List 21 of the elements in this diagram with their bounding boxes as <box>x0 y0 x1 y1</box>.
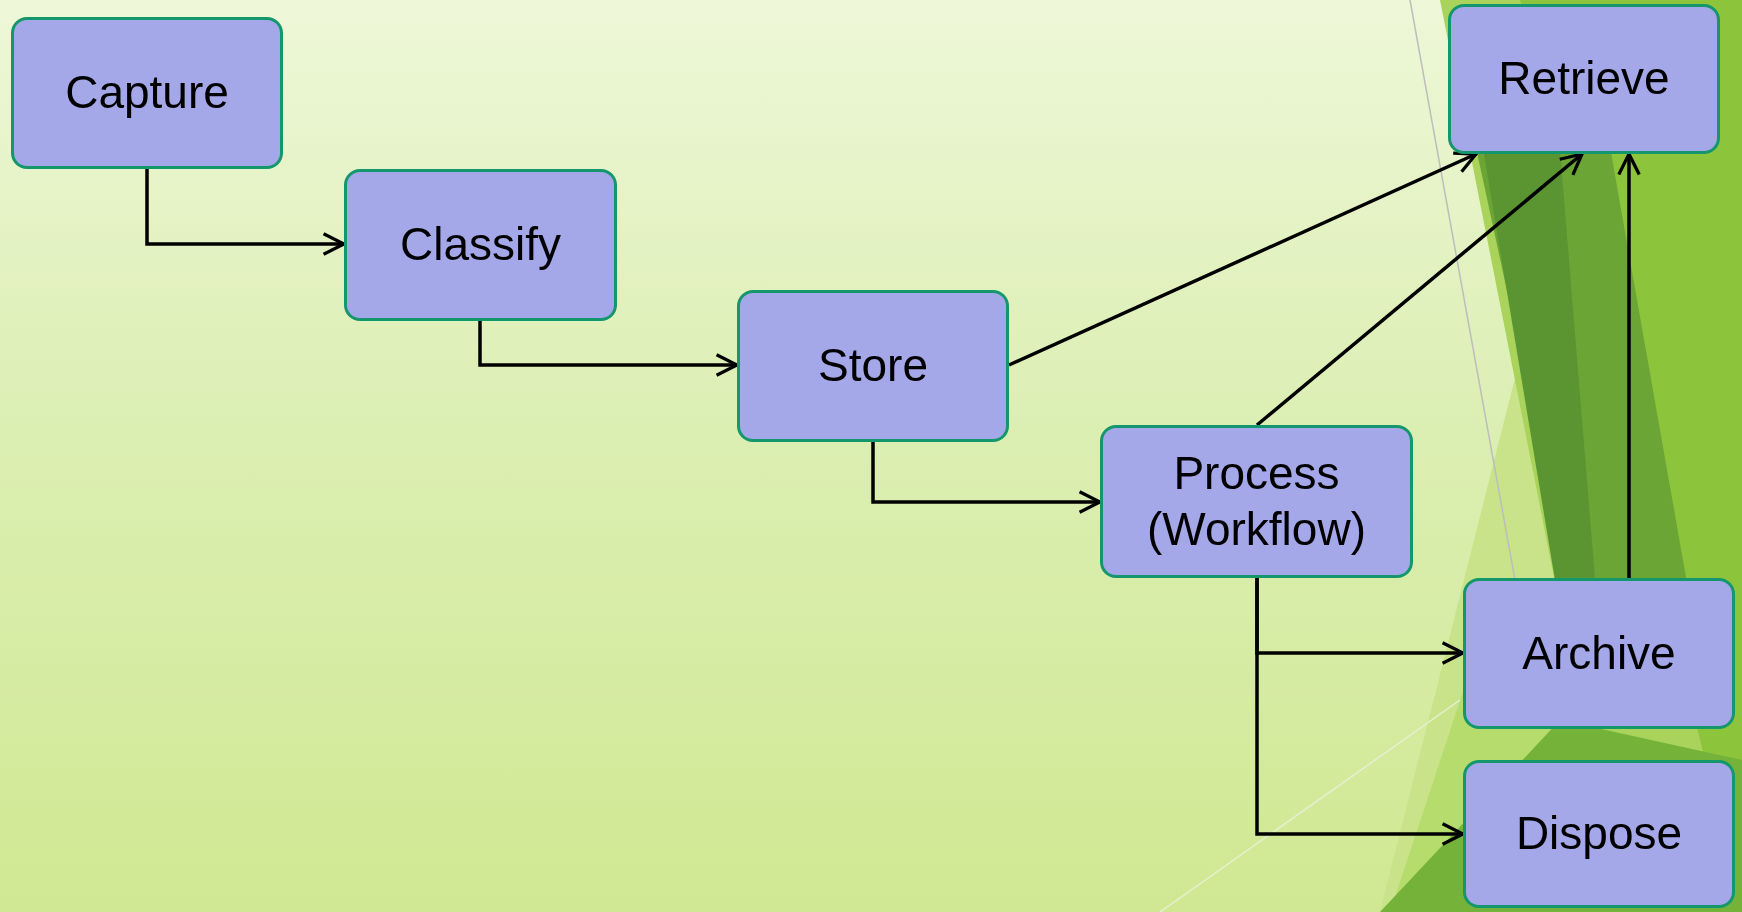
box-label: Dispose <box>1515 806 1683 862</box>
box-label: Store <box>818 338 928 394</box>
process-box <box>11 17 283 169</box>
box-label: Classify <box>400 217 561 273</box>
arrow <box>478 321 739 377</box>
process-box <box>344 169 617 321</box>
arrow <box>145 169 346 256</box>
process-box <box>1463 578 1735 729</box>
process-box <box>737 290 1009 442</box>
process-box <box>1463 760 1735 908</box>
box-label: Retrieve <box>1498 51 1670 107</box>
box-label: Capture <box>65 65 229 121</box>
arrow <box>1255 578 1465 846</box>
arrow <box>1008 151 1478 367</box>
process-box <box>1100 425 1413 578</box>
arrow <box>871 442 1102 514</box>
arrow <box>1617 152 1641 578</box>
process-box <box>1448 4 1720 154</box>
box-label: Archive <box>1522 625 1676 681</box>
arrow <box>1255 152 1584 427</box>
box-label: Process (Workflow) <box>1146 446 1367 557</box>
